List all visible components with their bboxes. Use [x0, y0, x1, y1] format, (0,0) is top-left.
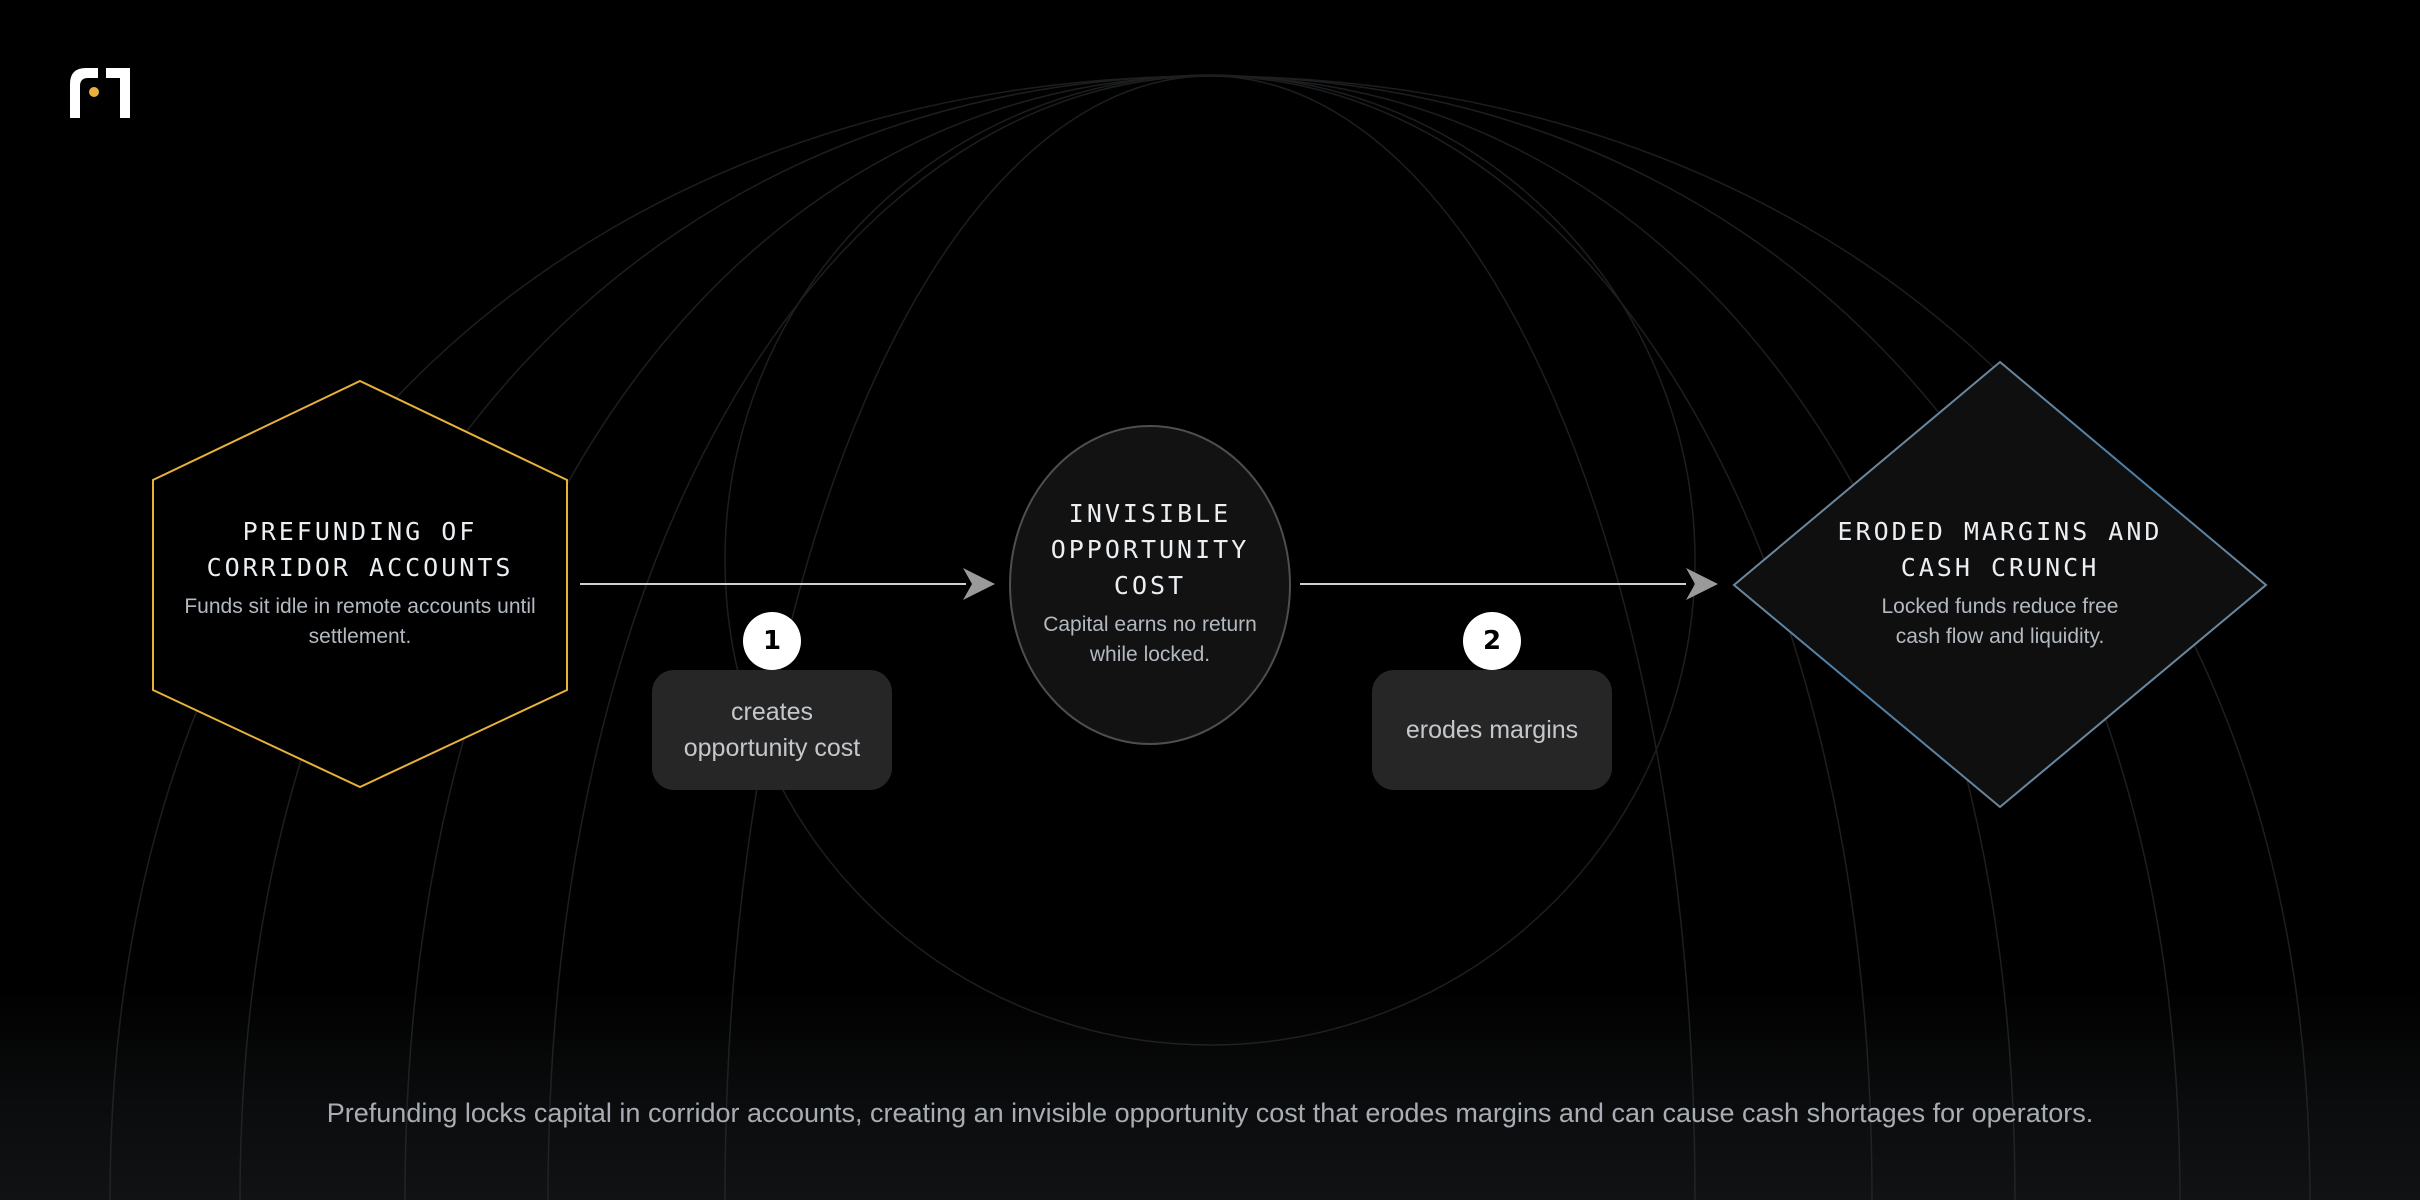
- diagram-caption: Prefunding locks capital in corridor acc…: [326, 1098, 2094, 1128]
- node-description: Locked funds reduce free cash flow and l…: [1881, 595, 2119, 648]
- node-shape-diamond: [1732, 360, 2268, 809]
- node-shape-ellipse: [1009, 425, 1291, 745]
- node-shape-hexagon: [152, 379, 568, 789]
- node-title: PREFUNDING OF CORRIDOR ACCOUNTS: [206, 517, 514, 582]
- brand-logo-icon: [70, 68, 130, 118]
- edge-label-text: erodes margins: [1405, 716, 1579, 744]
- edge-label-1: creates opportunity cost: [652, 670, 892, 790]
- arrowhead-2-icon: [1686, 568, 1718, 600]
- edge-label-2: erodes margins: [1372, 670, 1612, 790]
- node-description: Capital earns no return while locked.: [1043, 613, 1257, 666]
- edge-label-text: creates opportunity cost: [683, 698, 861, 762]
- step-badge-1: 1: [743, 612, 801, 670]
- node-title: INVISIBLE OPPORTUNITY COST: [1050, 499, 1250, 600]
- node-title: ERODED MARGINS AND CASH CRUNCH: [1837, 517, 2163, 582]
- step-badge-2: 2: [1463, 612, 1521, 670]
- node-eroded-margins: ERODED MARGINS AND CASH CRUNCH Locked fu…: [1800, 514, 2200, 652]
- node-opportunity-cost: INVISIBLE OPPORTUNITY COST Capital earns…: [1020, 496, 1280, 670]
- arrowhead-1-icon: [963, 568, 995, 600]
- node-prefunding: PREFUNDING OF CORRIDOR ACCOUNTS Funds si…: [180, 514, 540, 652]
- node-description: Funds sit idle in remote accounts until …: [184, 595, 536, 648]
